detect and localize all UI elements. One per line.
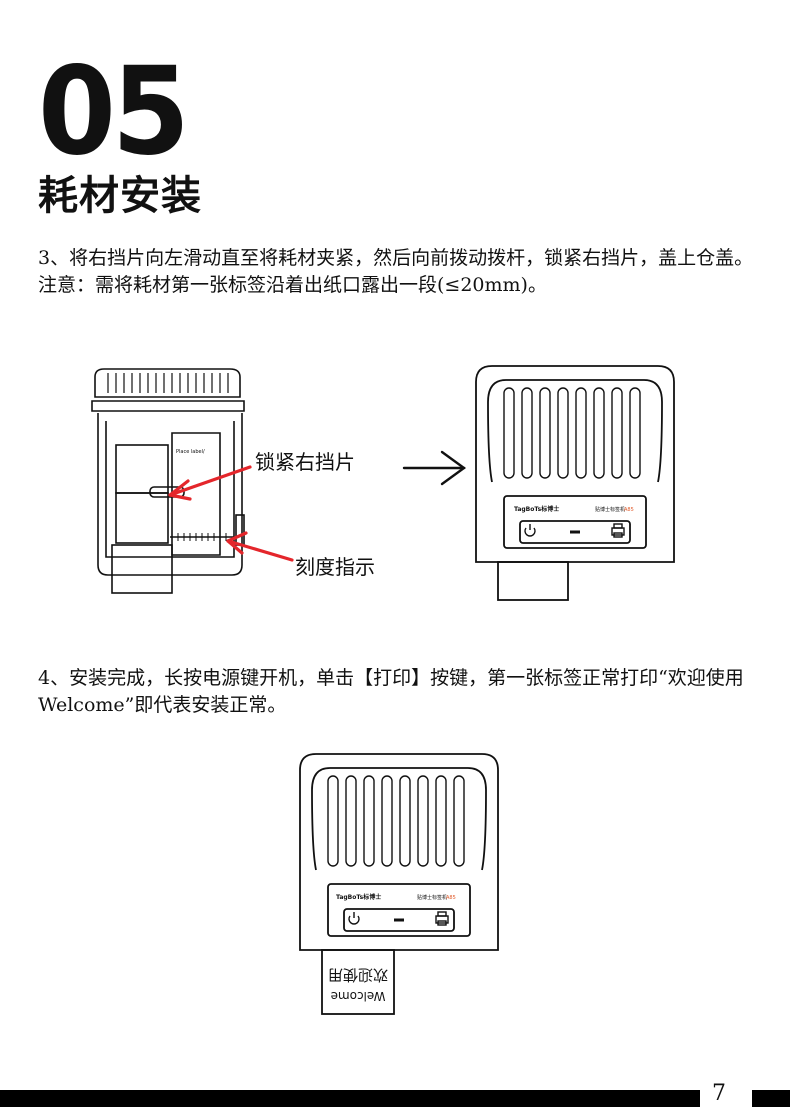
callout-lock-label: 锁紧右挡片 <box>255 450 355 474</box>
lock-arrow-line <box>168 465 252 497</box>
callout-scale-label: 刻度指示 <box>295 555 375 579</box>
inner-label: Place label/ <box>176 449 205 455</box>
print-icon <box>435 911 449 926</box>
model-code: A85 <box>624 507 634 513</box>
closed-printer-figure: TagBoTs标博士 贴博士标签机 A85 <box>475 365 675 601</box>
section-number: 05 <box>38 42 190 183</box>
power-icon <box>524 524 536 537</box>
page-number: 7 <box>712 1081 726 1106</box>
brand-logo: TagBoTs标博士 <box>336 893 381 901</box>
step3-text: 3、将右挡片向左滑动直至将耗材夹紧，然后向前拨动拨杆，锁紧右挡片，盖上仓盖。 <box>38 247 754 269</box>
label-chinese-text: 欢迎使用 <box>328 966 388 984</box>
model-text: 贴博士标签机 <box>417 894 447 901</box>
step4-block: 4、安装完成，长按电源键开机，单击【打印】按键，第一张标签正常打印“欢迎使用 W… <box>38 665 758 719</box>
callout-arrows <box>168 465 294 562</box>
step4-text: 4、安装完成，长按电源键开机，单击【打印】按键，第一张标签正常打印“欢迎使用 W… <box>38 667 744 716</box>
scale-arrow-head <box>226 531 248 555</box>
model-text: 贴博士标签机 <box>595 506 625 513</box>
transition-arrow-icon <box>402 450 467 486</box>
lock-arrow-head <box>168 479 192 501</box>
scale-arrow-line <box>226 539 294 562</box>
section-title: 耗材安装 <box>38 173 202 219</box>
power-icon <box>348 912 360 925</box>
model-code: A85 <box>446 895 456 901</box>
step3-block: 3、将右挡片向左滑动直至将耗材夹紧，然后向前拨动拨杆，锁紧右挡片，盖上仓盖。 注… <box>38 245 758 299</box>
open-printer-figure: Place label/ <box>91 368 245 594</box>
printed-label <box>321 949 395 1015</box>
brand-logo: TagBoTs标博士 <box>514 505 559 513</box>
step3-note: 注意：需将耗材第一张标签沿着出纸口露出一段(≤20mm)。 <box>38 274 547 296</box>
print-icon <box>611 523 625 538</box>
footer-bar-left <box>0 1090 700 1107</box>
footer-bar-right <box>752 1090 790 1107</box>
printing-printer-figure: TagBoTs标博士 贴博士标签机 A85 Welcome 欢迎使用 <box>299 753 499 1015</box>
label-welcome-text: Welcome <box>331 989 386 1003</box>
